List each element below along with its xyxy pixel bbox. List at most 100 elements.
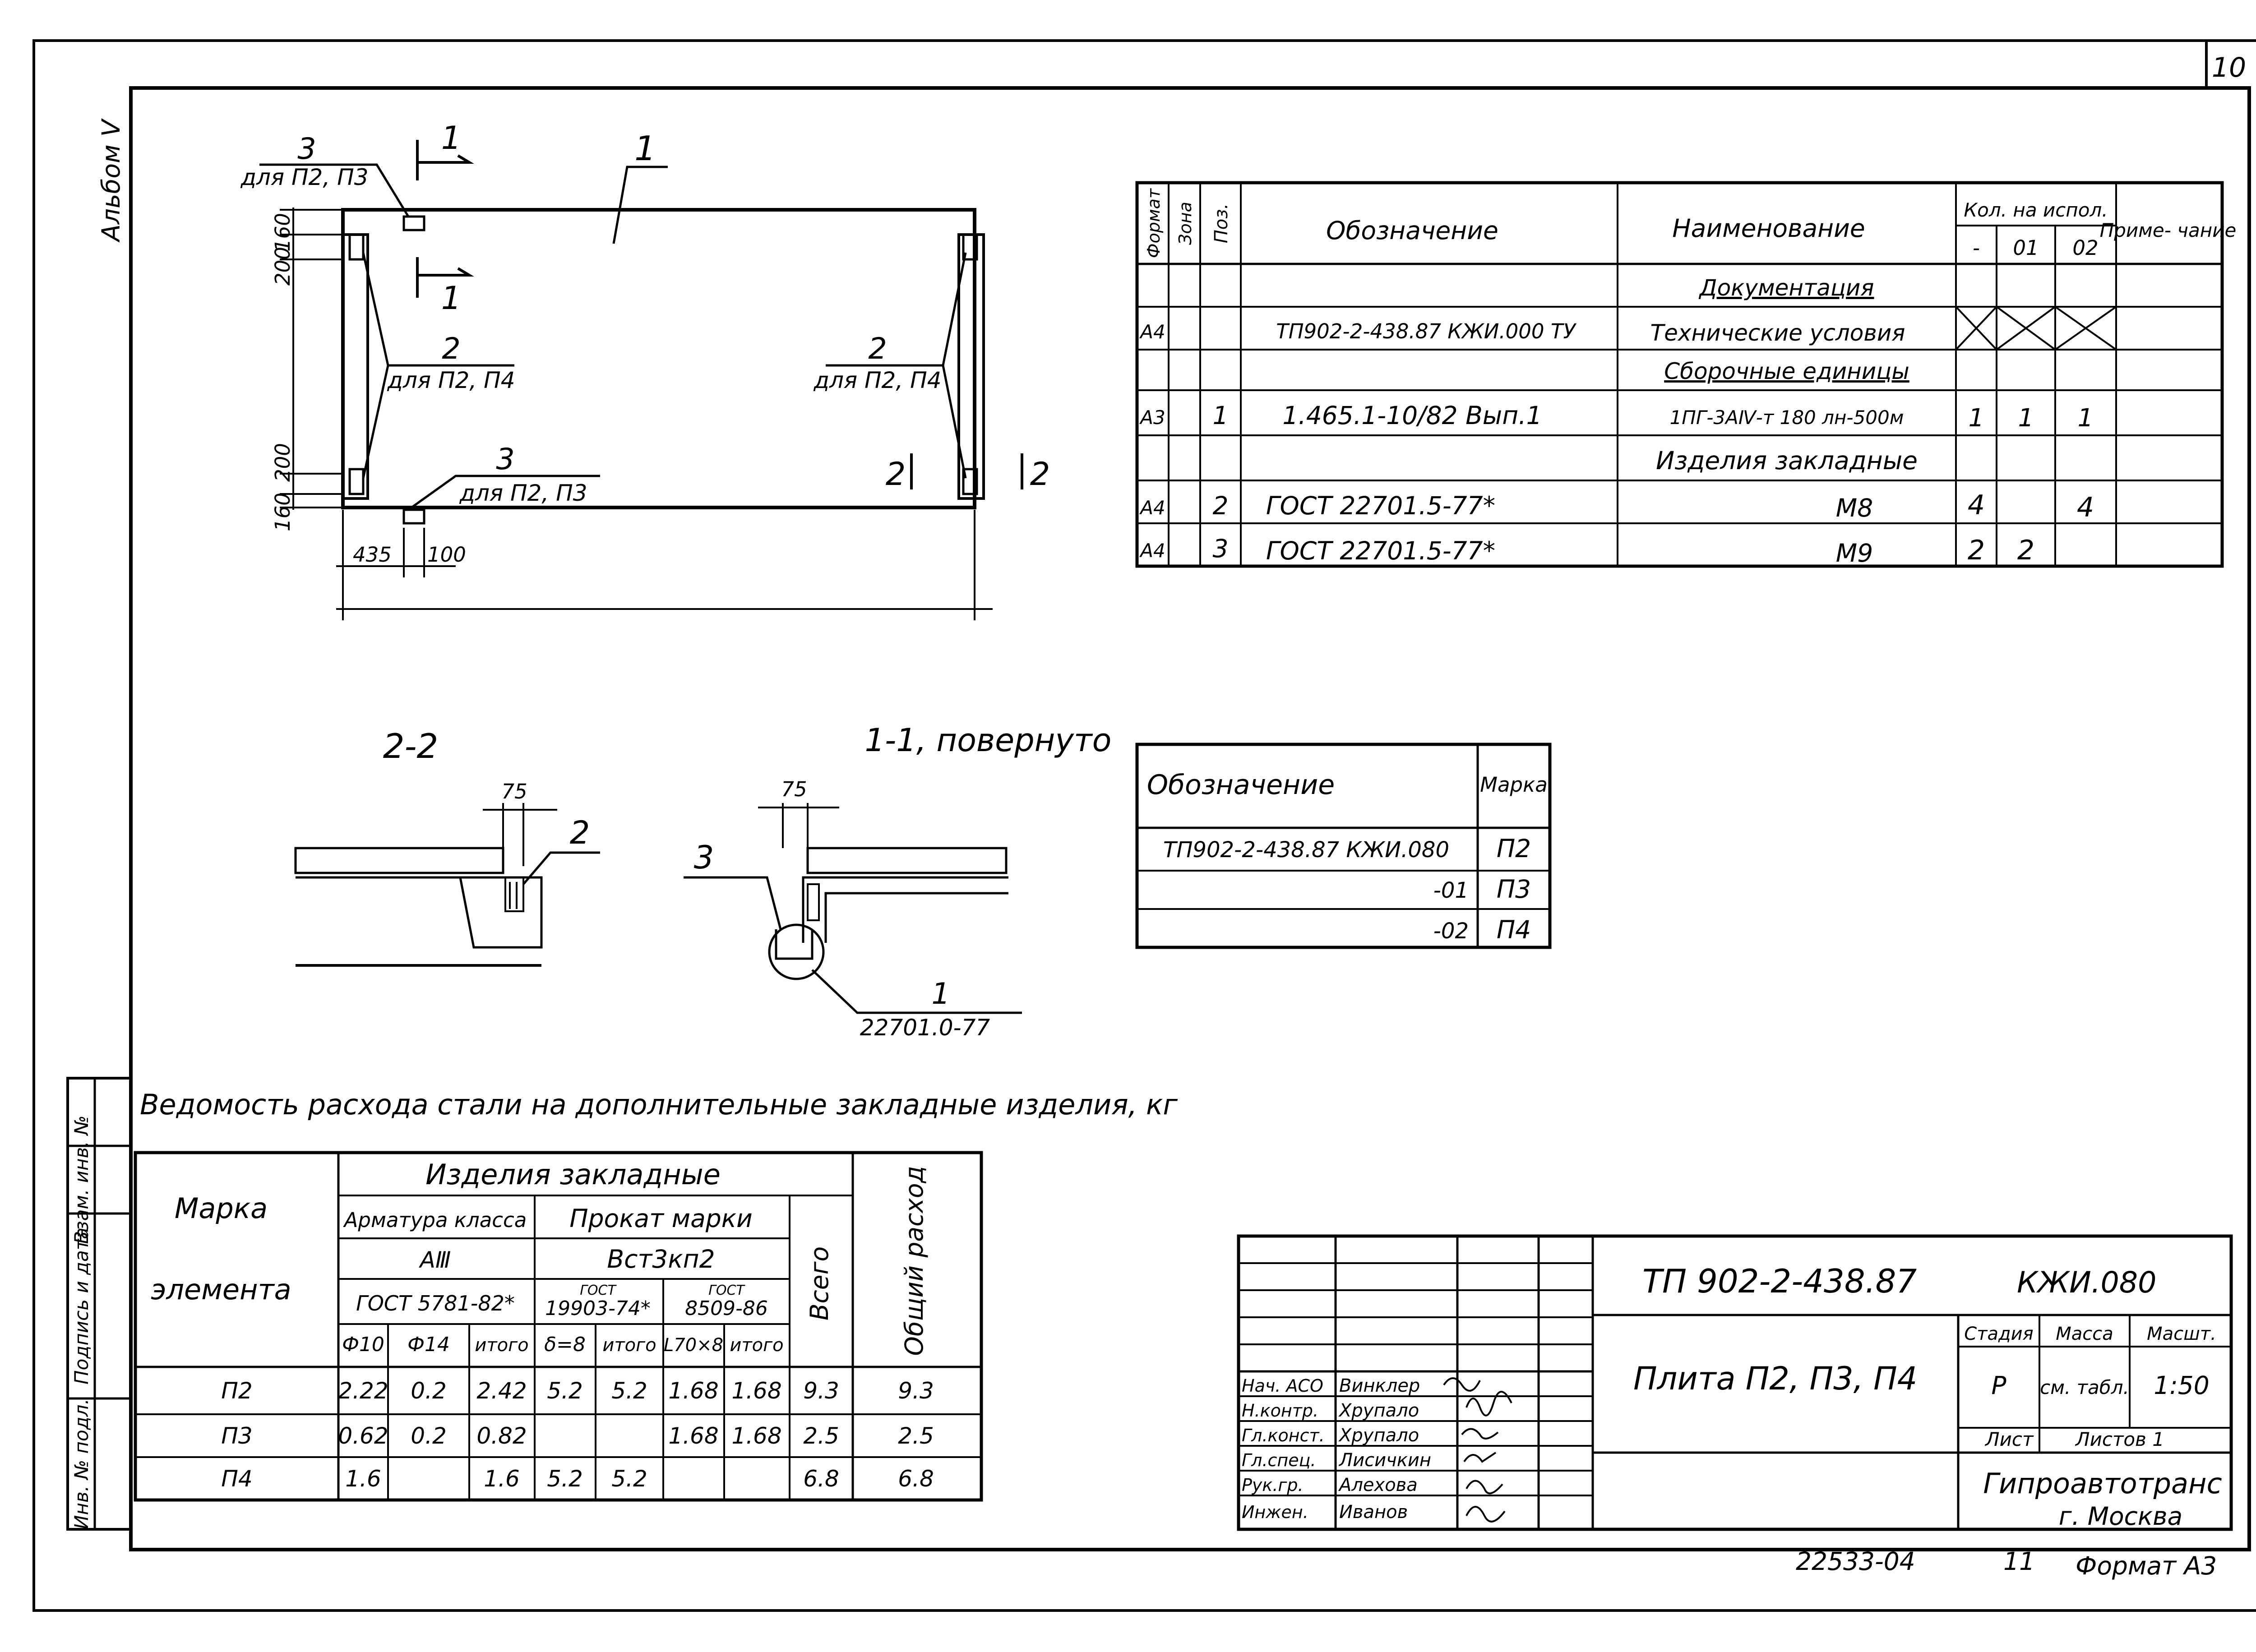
steel-header-gost1-top: ГОСТ — [580, 1283, 617, 1298]
steel-row-0-total: 9.3 — [803, 1378, 839, 1404]
steel-sub-total1: итого — [475, 1335, 528, 1356]
section-2-2-dim-75: 75 — [501, 780, 527, 803]
section-1-1: 1-1, повернуто 75 3 1 22701.0-77 — [684, 722, 1111, 1041]
steel-table: Ведомость расхода стали на дополнительны… — [134, 1088, 1178, 1502]
callout-3-top-number: 3 — [297, 132, 316, 166]
section-1-mark-bottom: 1 — [441, 280, 462, 317]
title-block: ТП 902-2-438.87 КЖИ.080 Плита П2, П3, П4… — [1237, 1234, 2233, 1531]
spec-row-3-q0: 1 — [1969, 403, 1984, 432]
steel-header-rebar-class: АⅢ — [419, 1247, 451, 1273]
steel-sub-l70: L70×8 — [664, 1335, 723, 1356]
person-3-name: Лисичкин — [1338, 1450, 1431, 1471]
section-1-1-label-3: 3 — [694, 839, 714, 876]
spec-row-5-q0: 4 — [1968, 489, 1985, 521]
title-stage-header: Стадия — [1964, 1324, 2033, 1344]
section-2-mark-left: 2 — [886, 456, 906, 493]
person-2-name: Хрупало — [1338, 1425, 1419, 1446]
steel-row-1-mark: П3 — [221, 1423, 252, 1449]
spec-row-6-name: М9 — [1836, 539, 1873, 568]
steel-header-overall: Общий расход — [900, 1166, 929, 1356]
section-2-2: 2-2 75 2 — [294, 726, 600, 967]
spec-row-5-q2: 4 — [2077, 492, 2094, 523]
spec-row-3-q2: 1 — [2078, 403, 2094, 432]
person-1-name: Хрупало — [1338, 1400, 1419, 1421]
marks-row-2-mark: П4 — [1497, 915, 1531, 944]
marks-table: Обозначение Марка ТП902-2-438.87 КЖИ.080… — [1135, 743, 1552, 949]
spec-row-1-designation: ТП902-2-438.87 КЖИ.000 ТУ — [1276, 319, 1576, 343]
steel-header-rolled: Прокат марки — [569, 1204, 752, 1233]
outer-frame — [32, 39, 2256, 1612]
spec-row-1-format: А4 — [1139, 321, 1165, 343]
steel-row-2-f10: 1.6 — [345, 1466, 381, 1492]
steel-row-1-f14: 0.2 — [411, 1423, 447, 1449]
steel-row-0-mark: П2 — [221, 1378, 252, 1404]
steel-row-0-d8: 5.2 — [547, 1378, 583, 1404]
spec-header-format: Формат — [1144, 188, 1164, 258]
section-1-1-ref: 22701.0-77 — [860, 1015, 990, 1041]
spec-row-3-designation: 1.465.1-10/82 Вып.1 — [1282, 401, 1542, 430]
steel-row-1-overall: 2.5 — [898, 1423, 934, 1449]
spec-row-6-q0: 2 — [1968, 535, 1985, 566]
steel-header-rebar: Арматура класса — [343, 1208, 527, 1232]
spec-row-4-name: Изделия закладные — [1656, 446, 1918, 475]
spec-row-0-name: Документация — [1699, 275, 1874, 301]
section-2-2-title: 2-2 — [383, 726, 439, 766]
spec-header-pos: Поз. — [1211, 203, 1232, 244]
steel-header-rolled-grade: Вст3кп2 — [607, 1245, 715, 1274]
callout-3-top-note: для П2, П3 — [240, 164, 368, 190]
spec-header-zone: Зона — [1175, 202, 1195, 245]
spec-header-qty-1: 01 — [2013, 236, 2039, 260]
left-strip-inv: Инв. № подл. — [70, 1398, 92, 1529]
spec-header-note: Приме- чание — [2100, 219, 2237, 241]
steel-row-0-t3: 1.68 — [731, 1378, 781, 1404]
spec-header-qty-2: 02 — [2072, 236, 2098, 260]
section-2-2-label-2: 2 — [570, 814, 590, 851]
spec-row-5-name: М8 — [1836, 494, 1873, 522]
sheet-number: 10 — [2212, 52, 2246, 83]
steel-header-rebar-gost: ГОСТ 5781-82* — [356, 1291, 515, 1315]
section-2-mark-right: 2 — [1030, 456, 1050, 493]
left-strip-signature: Подпись и дата — [70, 1227, 92, 1384]
spec-header-qty-0: - — [1973, 236, 1980, 260]
title-mass-header: Масса — [2056, 1324, 2113, 1344]
steel-row-2-d8: 5.2 — [547, 1466, 583, 1492]
spec-row-6-designation: ГОСТ 22701.5-77* — [1266, 536, 1495, 565]
detail-circle — [768, 923, 825, 980]
steel-row-0-t1: 2.42 — [476, 1378, 527, 1404]
callout-3-bottom-number: 3 — [496, 443, 514, 476]
spec-row-5-format: А4 — [1139, 497, 1165, 519]
title-scale: 1:50 — [2154, 1371, 2210, 1400]
steel-row-1-f10: 0.62 — [338, 1423, 388, 1449]
person-4-name: Алехова — [1338, 1475, 1418, 1495]
left-strip-replace: Взам. инв. № — [70, 1115, 92, 1244]
steel-row-2-t1: 1.6 — [484, 1466, 520, 1492]
spec-header-designation: Обозначение — [1326, 216, 1498, 245]
steel-row-1-total: 2.5 — [803, 1423, 839, 1449]
steel-sub-total3: итого — [730, 1335, 783, 1356]
steel-row-2-total: 6.8 — [803, 1466, 839, 1492]
callout-2-right-note: для П2, П4 — [813, 367, 941, 393]
steel-row-1-t1: 0.82 — [476, 1423, 527, 1449]
section-1-1-dim-75: 75 — [781, 777, 807, 801]
title-code: ТП 902-2-438.87 — [1642, 1262, 1917, 1300]
dim-100: 100 — [427, 543, 466, 567]
dim-160-top: 160 — [271, 213, 295, 252]
callout-2-left-note: для П2, П4 — [387, 367, 515, 393]
steel-row-2-overall: 6.8 — [898, 1466, 934, 1492]
person-0-name: Винклер — [1339, 1375, 1420, 1396]
marks-row-0-mark: П2 — [1497, 834, 1531, 863]
spec-row-2-name: Сборочные единицы — [1664, 358, 1909, 384]
specification-table: Формат Зона Поз. Обозначение Наименовани… — [1135, 181, 2237, 568]
callout-3-bottom-note: для П2, П3 — [459, 480, 587, 506]
album-label: Альбом V — [97, 118, 125, 243]
footer-sheet: 11 — [2003, 1547, 2035, 1576]
section-1-1-label-1: 1 — [931, 977, 950, 1011]
steel-header-mark-1: Марка — [175, 1192, 268, 1225]
dim-435: 435 — [353, 543, 392, 567]
steel-header-items: Изделия закладные — [425, 1158, 721, 1191]
spec-row-5-pos: 2 — [1213, 491, 1229, 520]
steel-row-0-f14: 0.2 — [411, 1378, 447, 1404]
title-scale-header: Масшт. — [2147, 1324, 2216, 1344]
plan-label-1: 1 — [634, 129, 656, 168]
